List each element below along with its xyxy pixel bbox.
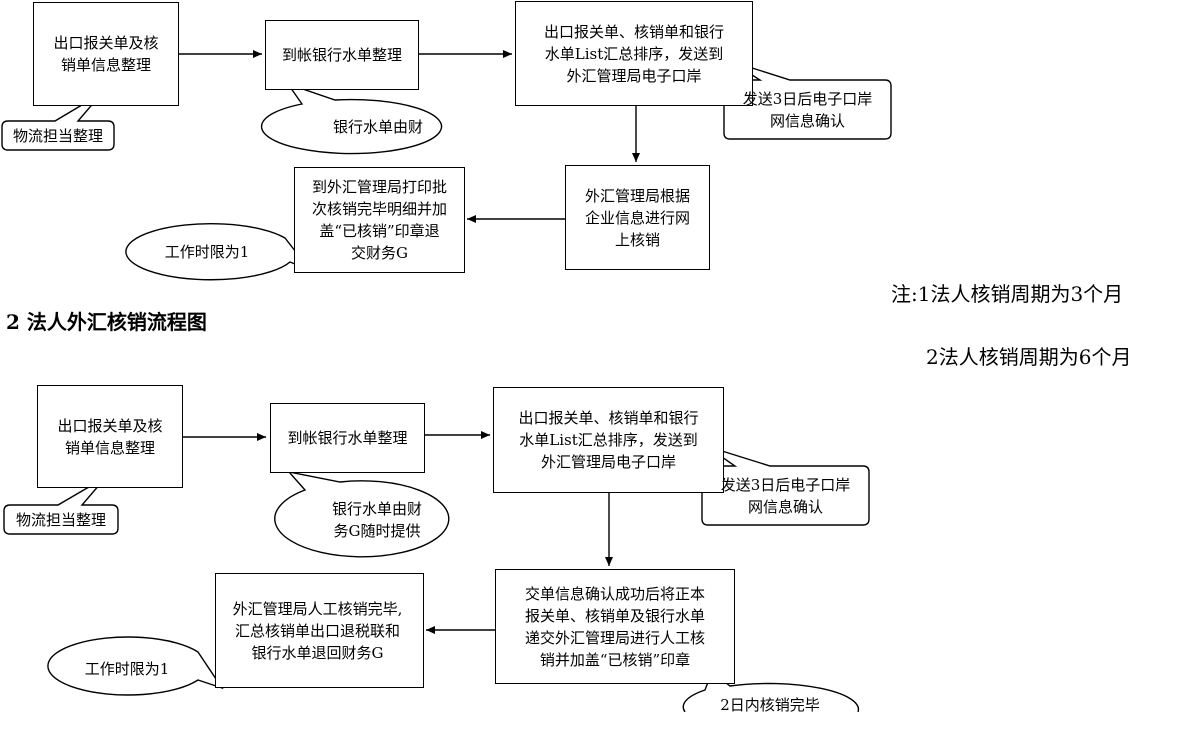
flow1-box-print-stamp: 到外汇管理局打印批 次核销完毕明细并加 盖“已核销”印章退 交财务G	[294, 167, 465, 273]
flow2-callout-time: 工作时限为1	[84, 660, 170, 678]
flow2-box-summary-send: 出口报关单、核销单和银行 水单List汇总排序，发送到 外汇管理局电子口岸	[493, 387, 724, 493]
flow2-callout-confirm: 发送3日后电子口岸 网信息确认	[720, 475, 851, 516]
flow1-callout-bank: 银行水单由财	[332, 118, 423, 136]
callout-f1-bank-shape	[260, 82, 443, 155]
flow2-box-manual-verify: 交单信息确认成功后将正本 报关单、核销单及银行水单 递交外汇管理局进行人工核 销…	[495, 569, 735, 684]
callout-f1-time-shape	[125, 223, 313, 281]
flow2-box-return-finance: 外汇管理局人工核销完毕, 汇总核销单出口退税联和 银行水单退回财务G	[215, 573, 424, 688]
flow2-callout-done: 2日内核销完毕	[720, 696, 820, 714]
flow1-box-bank-statement: 到帐银行水单整理	[265, 20, 419, 90]
callout-f2-done-shape	[682, 670, 860, 713]
flow1-box-online-verify: 外汇管理局根据 企业信息进行网 上核销	[565, 165, 710, 270]
callout-f2-time-shape	[47, 636, 224, 696]
flow2-box-bank-statement: 到帐银行水单整理	[270, 403, 425, 473]
flow1-callout-confirm: 发送3日后电子口岸 网信息确认	[742, 89, 873, 130]
callout-f2-bank-shape	[274, 470, 450, 558]
flow2-box-customs-info: 出口报关单及核 销单信息整理	[37, 385, 183, 488]
note-line-2: 2法人核销周期为6个月	[926, 345, 1132, 369]
callout-f2-logistics-shape	[3, 476, 119, 535]
bottom-crop-mask	[0, 712, 1199, 736]
note-line-1: 注:1法人核销周期为3个月	[891, 282, 1124, 306]
flow1-box-customs-info: 出口报关单及核 销单信息整理	[33, 2, 179, 106]
flow1-callout-time: 工作时限为1	[164, 243, 250, 261]
flow1-box-summary-send: 出口报关单、核销单和银行 水单List汇总排序，发送到 外汇管理局电子口岸	[515, 1, 753, 106]
flow2-callout-logistics: 物流担当整理	[15, 510, 106, 529]
flow2-callout-bank: 银行水单由财 务G随时提供	[331, 500, 422, 540]
flowchart-heading: 2 法人外汇核销流程图	[6, 310, 207, 334]
callout-f1-logistics-shape	[1, 92, 115, 151]
flow1-callout-logistics: 物流担当整理	[12, 126, 103, 145]
